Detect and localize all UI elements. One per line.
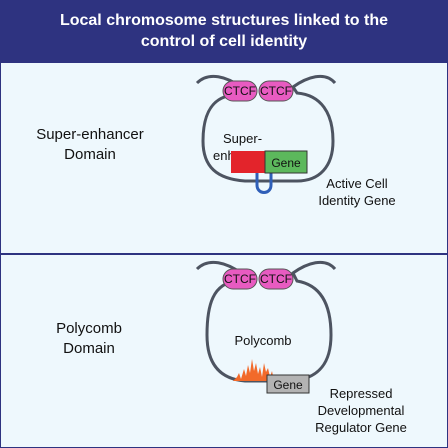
ctcf-right-anchor [258,268,294,290]
title-line-2: control of cell identity [140,33,308,50]
domain-label-line-2: Domain [63,340,115,357]
panel-divider [1,253,447,255]
ctcf-right-label: CTCF [260,272,292,286]
ctcf-left-label: CTCF [224,84,256,98]
active-gene-label: Gene [271,156,301,170]
polycomb-inner-label: Polycomb [234,333,291,348]
ctcf-right-label: CTCF [260,84,292,98]
annotation-line-1: Repressed [329,386,393,401]
annotation-line-3: Regulator Gene [315,420,407,435]
ctcf-left-anchor [222,80,258,102]
polycomb-loop-diagram: CTCF CTCF Polycomb Gene [195,260,337,394]
super-enhancer-domain-label: Super-enhancer Domain [9,125,171,165]
super-enhancer-loop-diagram: CTCF CTCF Super- enhancer Gene [195,74,337,194]
active-gene-annotation: Active Cell Identity Gene [297,175,417,209]
ctcf-left-anchor [222,268,258,290]
annotation-line-2: Identity Gene [318,193,396,208]
ctcf-left-label: CTCF [224,272,256,286]
ctcf-right-anchor [258,80,294,102]
polycomb-signal-peaks [233,359,274,381]
repressed-gene-annotation: Repressed Developmental Regulator Gene [301,385,421,436]
title-line-1: Local chromosome structures linked to th… [59,12,389,29]
super-enhancer-block [231,151,265,173]
chromatin-dip [255,171,273,194]
annotation-line-2: Developmental [317,403,405,418]
repressed-gene-box [266,374,310,394]
figure-title: Local chromosome structures linked to th… [1,1,447,63]
super-enhancer-panel: Super-enhancer Domain CTCF CTCF Super- e… [1,63,447,253]
polycomb-panel: Polycomb Domain CTCF CTCF Polycomb Gene … [1,255,447,447]
annotation-line-1: Active Cell [326,176,388,191]
polycomb-domain-label: Polycomb Domain [23,319,155,359]
domain-label-line-1: Polycomb [56,320,122,337]
domain-label-line-2: Domain [64,146,116,163]
domain-label-line-1: Super-enhancer [36,126,144,143]
active-gene-box [264,150,308,174]
repressed-gene-label: Gene [273,378,303,392]
super-enhancer-inner-label-1: Super- [223,131,262,146]
